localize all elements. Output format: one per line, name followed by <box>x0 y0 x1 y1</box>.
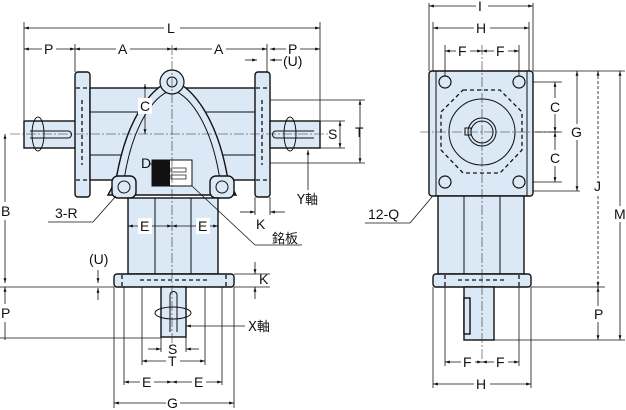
dim-U-left: (U) <box>89 251 108 267</box>
label-nameplate: 銘板 <box>272 232 298 247</box>
dim-J: J <box>594 178 601 194</box>
bottom-flange <box>113 273 235 288</box>
dim-T-right: T <box>355 124 364 140</box>
dim-D: D <box>141 155 151 171</box>
dim-F-top-left: F <box>458 43 467 59</box>
dim-C-upper: C <box>550 99 560 115</box>
dim-S-bottom: S <box>168 341 177 357</box>
dim-C: C <box>140 98 150 114</box>
dim-U-top: (U) <box>283 53 302 69</box>
dim-F-top-right: F <box>496 43 505 59</box>
front-view: L P A A P (U) C S T D B 3-R E E K Y軸 銘板 … <box>0 20 365 410</box>
dim-S-right: S <box>328 126 337 142</box>
right-flange <box>254 71 271 198</box>
side-housing <box>437 195 525 275</box>
dim-A-right: A <box>214 41 224 57</box>
dim-P-right: P <box>288 41 297 57</box>
dim-E-bottom-right: E <box>194 374 203 390</box>
dim-P-side: P <box>594 306 603 322</box>
left-bolt-boss <box>111 175 137 199</box>
dim-M: M <box>614 206 626 222</box>
dim-3-R: 3-R <box>55 205 78 221</box>
bolt-hole-tr <box>512 75 526 89</box>
dim-G-bottom: G <box>167 395 178 410</box>
label-Y-axis: Y軸 <box>296 193 318 208</box>
dim-H-bottom: H <box>476 376 486 392</box>
right-bolt-boss <box>209 175 235 199</box>
dim-P-lower: P <box>1 305 10 321</box>
bolt-hole-bl <box>438 175 452 189</box>
dim-K-lower: K <box>259 271 269 287</box>
side-view: I H F F C C G J M 12-Q P F F H <box>365 0 626 392</box>
dim-H-top: H <box>476 20 486 36</box>
octagon-outline <box>440 89 523 174</box>
bolt-hole-br <box>512 175 526 189</box>
dim-E-right: E <box>198 218 207 234</box>
vertical-housing <box>127 197 219 275</box>
dim-I: I <box>478 0 482 14</box>
dim-E-bottom-left: E <box>142 374 151 390</box>
dim-C-lower: C <box>550 150 560 166</box>
dim-L: L <box>167 20 175 36</box>
dim-E-left: E <box>140 218 149 234</box>
dim-T-bottom: T <box>168 353 177 369</box>
label-X-axis: X軸 <box>248 320 270 335</box>
dim-12-Q: 12-Q <box>368 206 399 222</box>
dim-F-bottom-right: F <box>496 354 505 370</box>
bolt-hole-tl <box>438 75 452 89</box>
dim-P-left: P <box>44 41 53 57</box>
dim-K-upper: K <box>256 216 266 232</box>
dim-G: G <box>571 124 582 140</box>
bottom-shaft <box>160 286 187 338</box>
dim-A-left: A <box>118 41 128 57</box>
dim-F-bottom-left: F <box>463 354 472 370</box>
dim-B: B <box>1 203 10 219</box>
left-flange <box>74 71 91 198</box>
